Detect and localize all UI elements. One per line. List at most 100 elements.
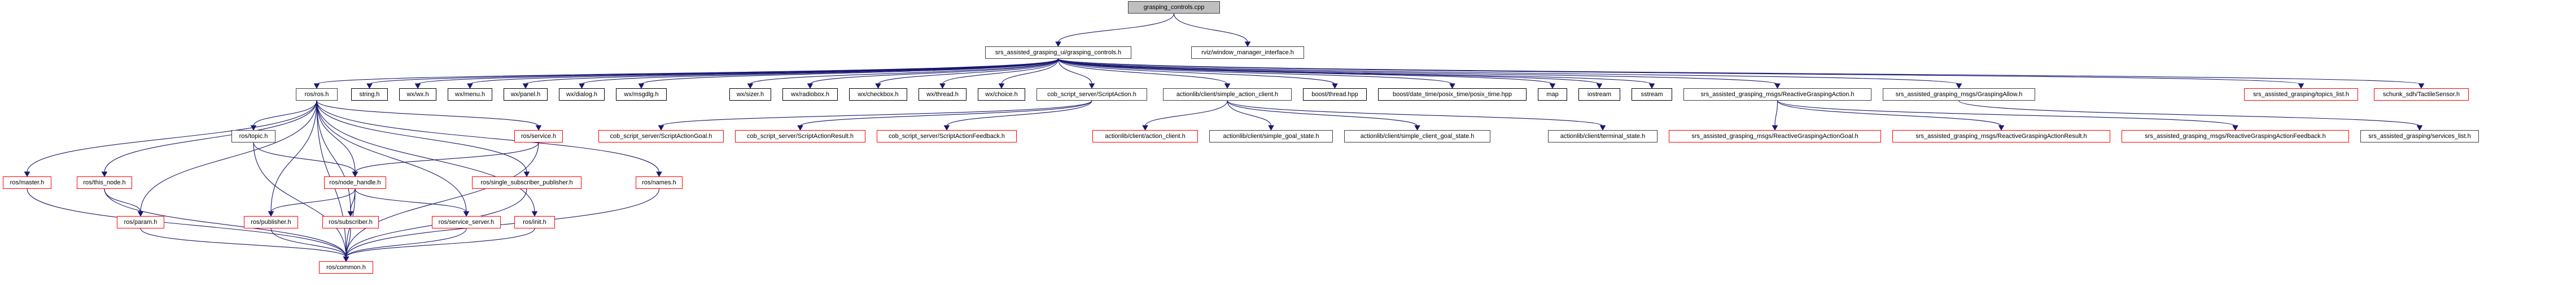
graph-edge-arrowhead [522, 83, 529, 89]
graph-node-n10[interactable]: wx/sizer.h [729, 88, 771, 101]
graph-node-n6[interactable]: wx/menu.h [448, 88, 492, 101]
graph-node-n27[interactable]: ros/service.h [514, 130, 563, 142]
graph-edge [104, 100, 317, 173]
graph-node-n4[interactable]: string.h [351, 88, 388, 101]
graph-edge [316, 100, 535, 213]
graph-edge-arrowhead [1449, 83, 1455, 89]
graph-node-n8[interactable]: wx/dialog.h [559, 88, 605, 101]
graph-node-label: cob_script_server/ScriptAction.h [1047, 90, 1136, 98]
graph-node-n24[interactable]: srs_assisted_grasping/topics_list.h [2244, 88, 2358, 101]
graph-edge [345, 228, 535, 258]
graph-node-n30[interactable]: cob_script_server/ScriptActionFeedback.h [877, 130, 1017, 142]
graph-edge [270, 228, 347, 258]
graph-node-n47[interactable]: ros/service_server.h [432, 216, 501, 228]
graph-edge-arrowhead [1224, 83, 1231, 89]
graph-node-label: cob_script_server/ScriptActionResult.h [747, 132, 854, 140]
graph-node-n28[interactable]: cob_script_server/ScriptActionGoal.h [598, 130, 724, 142]
graph-node-n1[interactable]: srs_assisted_grasping_ui/grasping_contro… [985, 46, 1131, 59]
graph-node-n33[interactable]: actionlib/client/simple_client_goal_stat… [1344, 130, 1490, 142]
graph-edge [270, 188, 356, 213]
graph-node-n41[interactable]: ros/node_handle.h [324, 176, 386, 189]
graph-node-n38[interactable]: srs_assisted_grasping/services_list.h [2360, 130, 2479, 142]
graph-node-label: rviz/window_manager_interface.h [1201, 49, 1294, 56]
graph-node-n36[interactable]: srs_assisted_grasping_msgs/ReactiveGrasp… [1892, 130, 2110, 142]
graph-node-n40[interactable]: ros/this_node.h [77, 176, 132, 189]
graph-edge [140, 100, 317, 213]
graph-edge [799, 100, 1092, 127]
graph-edge-arrowhead [1549, 83, 1556, 89]
graph-edge [316, 58, 1059, 85]
graph-edge-arrowhead [347, 211, 354, 217]
graph-node-n45[interactable]: ros/publisher.h [244, 216, 298, 228]
graph-node-n18[interactable]: boost/date_time/posix_time/posix_time.hp… [1378, 88, 1527, 101]
graph-node-n3[interactable]: ros/ros.h [296, 88, 338, 101]
graph-node-n16[interactable]: actionlib/client/simple_action_client.h [1163, 88, 1292, 101]
graph-node-n23[interactable]: srs_assisted_grasping_msgs/GraspingAllow… [1883, 88, 2035, 101]
graph-node-n13[interactable]: wx/thread.h [919, 88, 966, 101]
graph-node-label: ros/common.h [326, 264, 366, 271]
graph-edge [1057, 58, 2302, 85]
graph-edge [253, 142, 347, 258]
graph-edge [345, 228, 351, 258]
graph-edge-arrowhead [747, 83, 754, 89]
graph-edge-arrowhead [875, 83, 881, 89]
graph-node-n17[interactable]: boost/thread.hpp [1303, 88, 1367, 101]
graph-node-n5[interactable]: wx/wx.h [399, 88, 436, 101]
graph-node-n49[interactable]: ros/common.h [319, 261, 373, 274]
graph-node-n42[interactable]: ros/single_subscriber_publisher.h [472, 176, 581, 189]
graph-node-n32[interactable]: actionlib/client/simple_goal_state.h [1209, 130, 1333, 142]
graph-edge [316, 100, 351, 213]
graph-edge [253, 142, 356, 173]
graph-node-label: sstream [1641, 90, 1663, 98]
graph-node-n31[interactable]: actionlib/client/action_client.h [1092, 130, 1198, 142]
graph-node-label: ros/subscriber.h [329, 218, 373, 226]
graph-node-n15[interactable]: cob_script_server/ScriptAction.h [1036, 88, 1147, 101]
graph-node-label: srs_assisted_grasping_msgs/ReactiveGrasp… [1691, 132, 1858, 140]
graph-node-n19[interactable]: map [1538, 88, 1567, 101]
graph-edge-arrowhead [137, 211, 144, 217]
graph-edge-arrowhead [343, 256, 349, 262]
graph-edge-arrowhead [1088, 83, 1095, 89]
graph-node-n29[interactable]: cob_script_server/ScriptActionResult.h [735, 130, 865, 142]
graph-edge [316, 100, 467, 213]
graph-edge [1227, 100, 1418, 127]
graph-node-n25[interactable]: schunk_sdh/TactileSensor.h [2374, 88, 2469, 101]
graph-node-n21[interactable]: sstream [1632, 88, 1672, 101]
graph-node-n20[interactable]: iostream [1578, 88, 1620, 101]
graph-node-n0[interactable]: grasping_controls.cpp [1128, 1, 1220, 14]
graph-edge [1777, 100, 2002, 127]
graph-node-n34[interactable]: actionlib/client/terminal_state.h [1548, 130, 1657, 142]
graph-node-n12[interactable]: wx/checkbox.h [849, 88, 907, 101]
graph-node-label: ros/service.h [521, 132, 557, 140]
graph-edge-arrowhead [343, 256, 349, 262]
graph-node-n7[interactable]: wx/panel.h [504, 88, 548, 101]
graph-node-label: actionlib/client/simple_action_client.h [1176, 90, 1279, 98]
graph-node-label: cob_script_server/ScriptActionGoal.h [610, 132, 712, 140]
graph-node-n14[interactable]: wx/choice.h [978, 88, 1025, 101]
graph-node-n2[interactable]: rviz/window_manager_interface.h [1191, 46, 1304, 59]
graph-node-n46[interactable]: ros/subscriber.h [322, 216, 379, 228]
graph-node-n22[interactable]: srs_assisted_grasping_msgs/ReactiveGrasp… [1683, 88, 1871, 101]
graph-edge [525, 58, 1059, 85]
graph-node-n26[interactable]: ros/topic.h [231, 130, 275, 142]
graph-node-n35[interactable]: srs_assisted_grasping_msgs/ReactiveGrasp… [1669, 130, 1881, 142]
graph-edge-arrowhead [1244, 41, 1251, 48]
graph-node-label: schunk_sdh/TactileSensor.h [2382, 90, 2460, 98]
graph-edge-arrowhead [943, 125, 950, 131]
graph-edge [1144, 100, 1228, 127]
graph-edge [345, 188, 660, 258]
graph-edge-arrowhead [1998, 125, 2005, 131]
graph-node-n39[interactable]: ros/master.h [3, 176, 51, 189]
graph-node-label: boost/date_time/posix_time/posix_time.hp… [1393, 90, 1512, 98]
graph-node-n43[interactable]: ros/names.h [636, 176, 683, 189]
graph-edge-arrowhead [1599, 125, 1606, 131]
graph-node-n44[interactable]: ros/param.h [117, 216, 164, 228]
graph-node-n48[interactable]: ros/init.h [514, 216, 555, 228]
graph-node-n37[interactable]: srs_assisted_grasping_msgs/ReactiveGrasp… [2122, 130, 2349, 142]
graph-node-label: actionlib/client/simple_goal_state.h [1223, 132, 1319, 140]
graph-node-n11[interactable]: wx/radiobox.h [782, 88, 838, 101]
graph-node-n9[interactable]: wx/msgdlg.h [616, 88, 667, 101]
graph-edge [1173, 13, 1248, 43]
graph-edge [1057, 58, 1600, 85]
